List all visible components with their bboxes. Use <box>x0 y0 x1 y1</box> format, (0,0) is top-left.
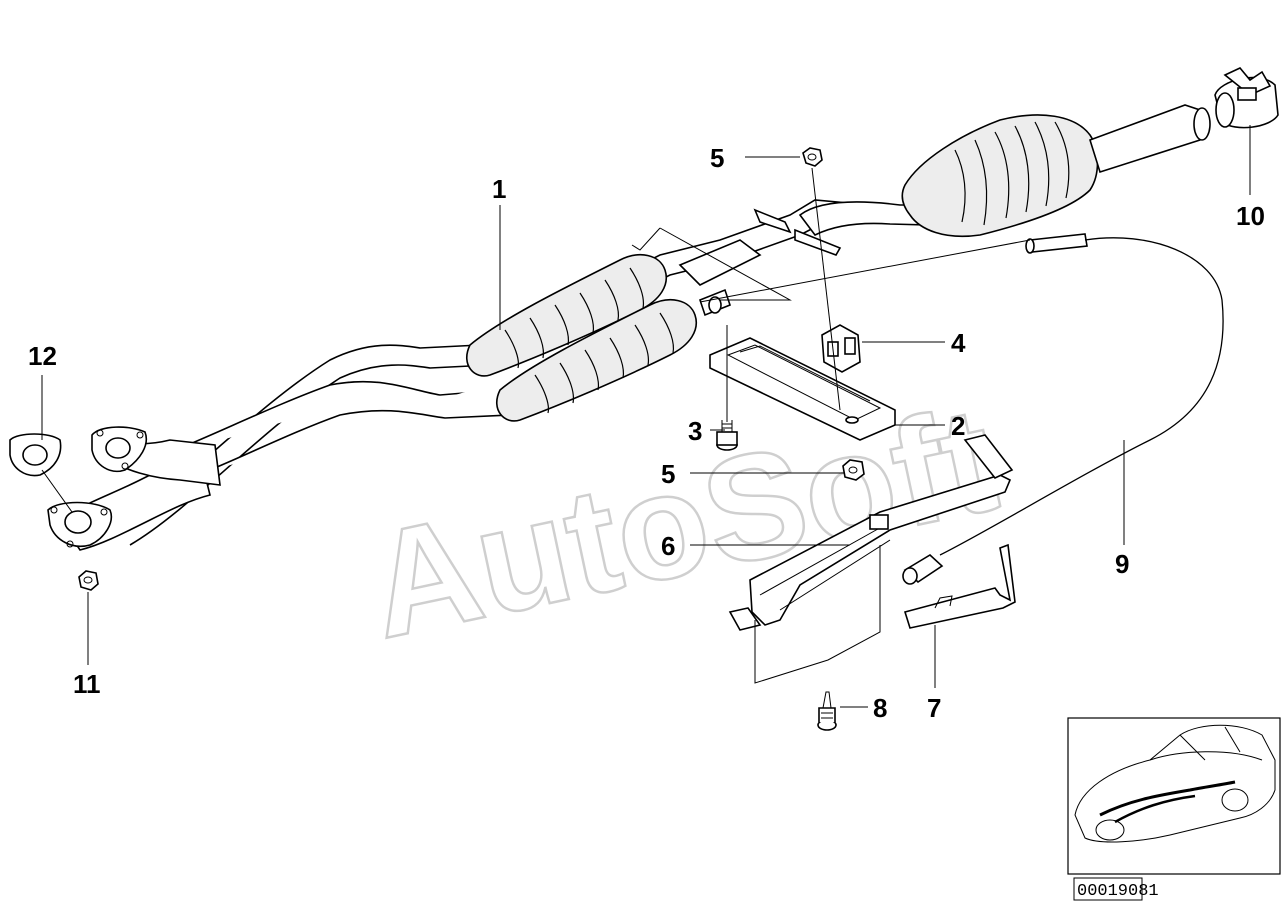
callout-4: 4 <box>951 328 966 358</box>
reference-number: 00019081 <box>1077 882 1159 901</box>
leader-lines <box>41 125 1251 708</box>
callout-10: 10 <box>1236 201 1265 231</box>
vehicle-location-inset: 00019081 <box>1067 717 1281 901</box>
flange-nut <box>78 570 99 591</box>
callout-5-top: 5 <box>710 143 724 173</box>
callout-9: 9 <box>1115 549 1129 579</box>
callout-12: 12 <box>28 341 57 371</box>
pipe-clamp <box>1214 67 1279 129</box>
sensor-bracket <box>728 434 1014 631</box>
rubber-mount <box>821 324 861 373</box>
sensor-lead <box>903 543 1016 629</box>
oxygen-sensor <box>902 233 1224 585</box>
callout-8: 8 <box>873 693 887 723</box>
callout-1: 1 <box>492 174 506 204</box>
nut-mid <box>842 459 865 481</box>
rear-catalytic-converter <box>901 104 1211 238</box>
callout-2: 2 <box>951 411 965 441</box>
front-pipe-catalytic-converter <box>47 194 931 551</box>
bolt <box>716 420 738 451</box>
nut-top <box>802 147 823 167</box>
callout-11: 11 <box>73 669 101 699</box>
callout-6: 6 <box>661 531 675 561</box>
callout-3: 3 <box>688 416 702 446</box>
screw <box>817 691 837 731</box>
flange-gasket <box>9 433 62 477</box>
callout-5-mid: 5 <box>661 459 675 489</box>
callout-7: 7 <box>927 693 941 723</box>
